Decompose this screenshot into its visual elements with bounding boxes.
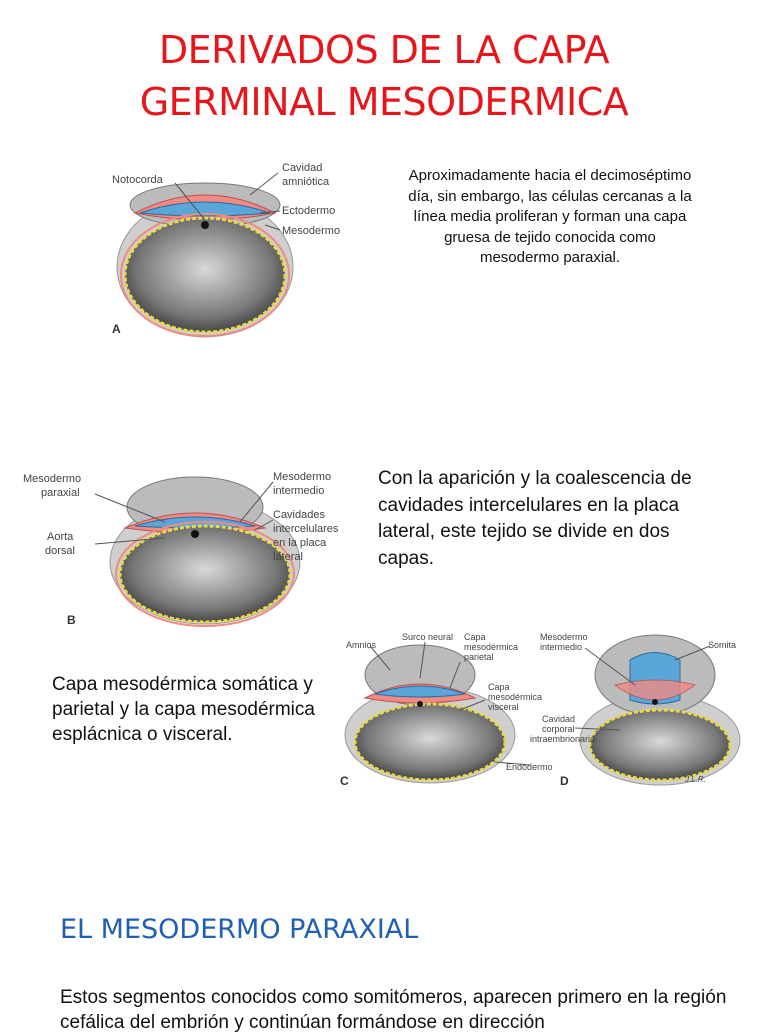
figure-signature: J.L.R. bbox=[684, 775, 706, 784]
figure-b-diagram: Mesodermo paraxial Aorta dorsal Mesoderm… bbox=[23, 471, 339, 627]
paragraph-3: Capa mesodérmica somática y parietal y l… bbox=[52, 674, 315, 745]
label-capa-visceral-2: mesodérmica bbox=[488, 692, 542, 702]
label-mesodermo-intermedio-2: intermedio bbox=[273, 485, 324, 497]
label-mesodermo-paraxial-2: paraxial bbox=[41, 487, 80, 499]
label-cavidades-2: intercelulares bbox=[273, 523, 339, 535]
label-cavidades-4: lateral bbox=[273, 551, 303, 563]
figure-letter-a: A bbox=[112, 322, 121, 336]
label-endodermo: Endodermo bbox=[506, 762, 553, 772]
label-cavidades-1: Cavidades bbox=[273, 509, 325, 521]
label-cavidad-corporal-3: intraembrionaria bbox=[530, 734, 595, 744]
embryo-shape-a bbox=[116, 182, 294, 338]
label-mesodermo-paraxial-1: Mesodermo bbox=[23, 473, 81, 485]
label-cavidad-1: Cavidad bbox=[282, 162, 322, 174]
label-capa-parietal-2: mesodérmica bbox=[464, 642, 518, 652]
label-amnios: Amnios bbox=[346, 640, 377, 650]
label-cavidad-corporal-1: Cavidad bbox=[542, 714, 575, 724]
label-aorta-2: dorsal bbox=[45, 545, 75, 557]
label-meso-intermedio-2: intermedio bbox=[540, 642, 582, 652]
label-aorta-1: Aorta bbox=[47, 531, 74, 543]
label-ectodermo: Ectodermo bbox=[282, 205, 335, 217]
label-surco-neural: Surco neural bbox=[402, 632, 453, 642]
label-capa-visceral-3: visceral bbox=[488, 702, 519, 712]
label-mesodermo: Mesodermo bbox=[282, 225, 340, 237]
embryo-shape-d bbox=[579, 634, 741, 786]
page-title-line-1: DERIVADOS DE LA CAPA bbox=[158, 28, 610, 72]
figure-a-diagram: Notocorda Cavidad amniótica Ectodermo Me… bbox=[112, 162, 340, 338]
section-heading: EL MESODERMO PARAXIAL bbox=[60, 914, 419, 945]
figure-letter-c: C bbox=[340, 774, 349, 788]
paragraph-4: Estos segmentos conocidos como somitómer… bbox=[60, 987, 727, 1033]
figure-letter-b: B bbox=[67, 613, 76, 627]
label-mesodermo-intermedio-1: Mesodermo bbox=[273, 471, 331, 483]
label-capa-parietal-3: parietal bbox=[464, 652, 494, 662]
figure-cd-diagram: Amnios Surco neural Capa mesodérmica par… bbox=[340, 632, 741, 788]
label-cavidad-2: amniótica bbox=[282, 176, 330, 188]
label-cavidad-corporal-2: corporal bbox=[542, 724, 575, 734]
label-cavidades-3: en la placa bbox=[273, 537, 327, 549]
label-capa-visceral-1: Capa bbox=[488, 682, 510, 692]
label-somita: Somita bbox=[708, 640, 736, 650]
page-title-line-2: GERMINAL MESODERMICA bbox=[139, 80, 629, 124]
figure-letter-d: D bbox=[560, 774, 569, 788]
embryo-shape-c bbox=[344, 644, 516, 784]
label-meso-intermedio-1: Mesodermo bbox=[540, 632, 588, 642]
paragraph-2: Con la aparición y la coalescencia de ca… bbox=[378, 468, 692, 569]
label-notocorda: Notocorda bbox=[112, 174, 164, 186]
paragraph-1: Aproximadamente hacia el decimoséptimo d… bbox=[408, 167, 692, 266]
label-capa-parietal-1: Capa bbox=[464, 632, 486, 642]
embryo-shape-b bbox=[109, 476, 301, 627]
